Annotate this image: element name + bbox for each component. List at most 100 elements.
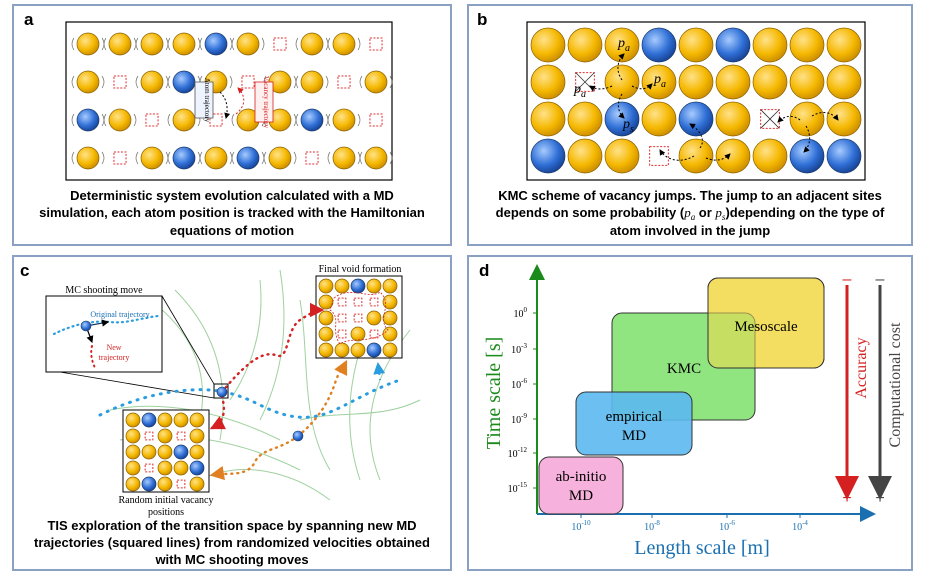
host-atom [567, 27, 603, 63]
host-atom [364, 70, 388, 94]
solute-atom [189, 460, 205, 476]
host-atom [189, 428, 205, 444]
host-atom [366, 278, 382, 294]
mc-zoom-box [45, 295, 163, 373]
y-tick-label: 10-12 [508, 446, 528, 460]
kmc-atom-grid [530, 27, 862, 174]
host-atom [157, 444, 173, 460]
host-atom [76, 146, 100, 170]
host-atom [641, 64, 677, 100]
shooting-point-2 [292, 430, 304, 442]
host-atom [530, 27, 566, 63]
host-atom [140, 146, 164, 170]
mc-shooting-label: MC shooting move [65, 285, 143, 296]
solute-atom [204, 32, 228, 56]
y-tick-label: 10-9 [511, 412, 527, 426]
vacancy-site [337, 313, 347, 323]
vacancy-site [113, 151, 127, 165]
x-tick-label: 10-8 [644, 519, 660, 533]
solute-atom [678, 101, 714, 137]
solute-atom [76, 108, 100, 132]
solute-atom [366, 342, 382, 358]
solute-atom [172, 70, 196, 94]
host-atom [382, 310, 398, 326]
final-void-label: Final void formation [319, 264, 402, 275]
host-atom [157, 428, 173, 444]
host-atom [382, 294, 398, 310]
host-atom [382, 326, 398, 342]
caption-c-line1: TIS exploration of the transition space … [47, 518, 416, 533]
host-atom [604, 138, 640, 174]
vacancy-site [369, 37, 383, 51]
x-tick-label: 10-6 [719, 519, 735, 533]
host-atom [350, 326, 366, 342]
vacancy-site [176, 431, 186, 441]
solute-atom [236, 146, 260, 170]
host-atom [172, 108, 196, 132]
empirical-md-label: MD [622, 428, 646, 444]
vacancy-site [649, 146, 669, 166]
host-atom [530, 101, 566, 137]
host-atom [332, 32, 356, 56]
host-atom [108, 32, 132, 56]
host-atom [157, 412, 173, 428]
host-atom [268, 146, 292, 170]
host-atom [364, 146, 388, 170]
host-atom [826, 64, 862, 100]
caption-c-line2: trajectories (squared lines) from random… [34, 535, 430, 550]
solute-atom [350, 278, 366, 294]
random-initial-label-2: positions [148, 507, 184, 518]
ab-initio-label: ab-initio [556, 469, 607, 485]
kmc-label: KMC [667, 361, 701, 377]
y-tick-label: 10-6 [511, 377, 527, 391]
ab-initio-md-label: MD [569, 488, 593, 504]
host-atom [125, 460, 141, 476]
panel-a-label: a [24, 10, 34, 29]
host-atom [530, 64, 566, 100]
accuracy-plus: + [842, 490, 851, 507]
host-atom [752, 64, 788, 100]
orange-trajectory-up [296, 359, 348, 438]
solute-atom [300, 108, 324, 132]
vacancy-site [337, 75, 351, 89]
blue-trajectory [98, 378, 402, 419]
host-atom [125, 428, 141, 444]
vacancy-site [113, 75, 127, 89]
new-trajectory-label-1: New [106, 343, 121, 352]
orange-trajectory-down [209, 434, 300, 481]
vacancy-site [241, 75, 255, 89]
host-atom [189, 412, 205, 428]
host-atom [789, 101, 825, 137]
solute-atom [141, 412, 157, 428]
host-atom [752, 27, 788, 63]
caption-b-line2: depends on some probability (pa or ps)de… [496, 205, 885, 222]
panel-d-label: d [479, 261, 490, 280]
accuracy-label: Accuracy [853, 337, 870, 398]
atom-trajectory-arrow [219, 91, 231, 119]
x-axis-label: Length scale [m] [634, 537, 770, 559]
host-atom [678, 64, 714, 100]
empirical-md-box [575, 391, 693, 456]
md-atom-grid [71, 32, 393, 170]
host-atom [366, 310, 382, 326]
host-atom [173, 412, 189, 428]
y-tick-label: 10-15 [508, 481, 528, 495]
panel-c-label: c [20, 261, 30, 280]
vacancy-site [144, 463, 154, 473]
cost-label: Computational cost [887, 322, 904, 447]
red-trajectory-up [220, 302, 325, 394]
vacancy-site [369, 113, 383, 127]
empirical-label: empirical [606, 409, 663, 425]
solute-atom [172, 146, 196, 170]
host-atom [125, 444, 141, 460]
host-atom [350, 342, 366, 358]
atom-trajectory-label: Atom trajectory [203, 78, 211, 123]
host-atom [678, 138, 714, 174]
host-atom [141, 444, 157, 460]
x-tick-label: 10-4 [792, 519, 808, 533]
y-tick-label: 10-3 [511, 342, 527, 356]
void-outline [329, 291, 389, 345]
